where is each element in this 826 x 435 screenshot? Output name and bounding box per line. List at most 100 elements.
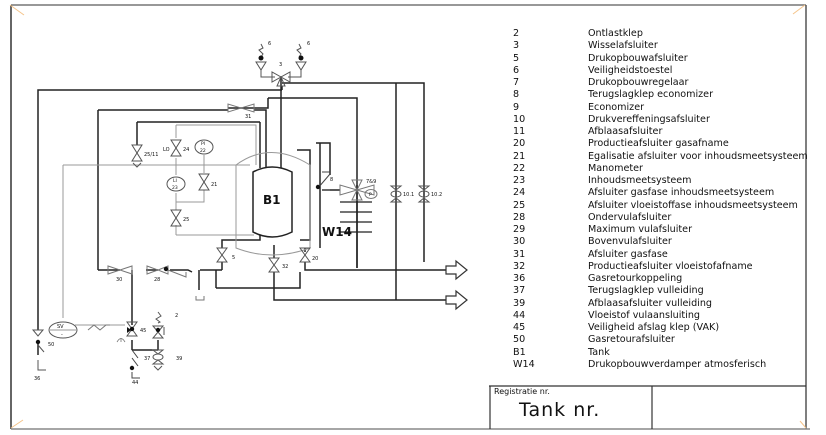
manometer-22-icon (194, 139, 214, 155)
legend-code: 23 (513, 175, 526, 186)
legend-description: Maximum vulafsluiter (588, 224, 693, 235)
pipes-main (37, 78, 450, 355)
label-3: 3 (279, 62, 282, 68)
legend-description: Ontlastklep (588, 28, 643, 39)
label-pi: PI (201, 141, 205, 147)
legend-code: 24 (513, 187, 526, 199)
legend-row: 20 Productieafsluiter gasafname (513, 138, 808, 150)
legend-code: 29 (513, 224, 526, 235)
legend-description: Terugslagklep economizer (588, 89, 714, 101)
label-6-left: 6 (268, 41, 271, 47)
legend-code: 30 (513, 236, 526, 248)
legend-description: Afsluiter gasfase (588, 248, 668, 260)
legend-code: 9 (513, 101, 520, 113)
label-10-1: 10.1 (403, 192, 414, 198)
legend-code: 50 (513, 334, 526, 346)
valve-30-icon (107, 265, 133, 275)
label-sv: SV (57, 324, 64, 330)
tank-number: Tank nr. (519, 399, 601, 421)
valve-50-icon (31, 329, 46, 371)
legend-code: 22 (513, 162, 526, 174)
legend-description: Egalisatie afsluiter voor inhoudsmeetsys… (588, 150, 808, 162)
legend-description: Gasretourafsluiter (588, 334, 675, 346)
label-36: 36 (34, 376, 40, 382)
valve-50-dot (35, 339, 41, 345)
drain-cup-icon (195, 296, 205, 301)
valve-28-dot (163, 266, 169, 272)
valve-25-icon (170, 209, 182, 227)
label-32: 32 (282, 264, 288, 270)
relief-valve-2-dot (155, 327, 161, 333)
valve-39-icon (151, 349, 165, 371)
check-valve-8-dot (315, 184, 321, 190)
legend-description: Veiligheidstoestel (588, 64, 673, 76)
output-arrows (445, 259, 468, 311)
registration-label: Registratie nr. (494, 387, 550, 396)
label-10-2: 10.2 (431, 192, 442, 198)
legend-description: Productieafsluiter gasafname (588, 138, 729, 150)
legend-code: 8 (513, 89, 520, 101)
label-li: LI (173, 178, 177, 184)
legend-description: Economizer (588, 101, 645, 113)
legend-row: 11 Afblaasafsluiter (513, 126, 808, 138)
arrow-to-45 (127, 327, 131, 333)
legend-code: 37 (513, 285, 526, 297)
legend-description: Veiligheid afslag klep (VAK) (588, 322, 720, 333)
legend-code: 11 (513, 126, 526, 137)
legend-code: 10 (513, 113, 526, 125)
label-23: 23 (172, 185, 178, 191)
label-p: P (369, 192, 372, 198)
legend-description: Afblaasafsluiter (588, 126, 663, 137)
title-block (489, 385, 806, 429)
legend-description: Vloeistof vulaansluiting (588, 309, 700, 321)
legend-description: Drukopbouwverdamper atmosferisch (588, 358, 767, 370)
check-valve-8-icon (317, 171, 331, 191)
legend-code: 45 (513, 322, 526, 333)
label-39: 39 (176, 356, 182, 362)
check-valve-37-icon (131, 349, 140, 379)
label-lo: LO (163, 147, 170, 153)
tank-b1 (252, 166, 293, 238)
legend-description: Productieafsluiter vloeistofafname (588, 260, 753, 272)
label-31: 31 (245, 114, 251, 120)
label-21: 21 (211, 182, 217, 188)
label-37: 37 (144, 356, 150, 362)
safety-valve-6-left-icon (258, 55, 264, 61)
legend-row: 29 Maximum vulafsluiter (513, 224, 808, 236)
legend-description: Afsluiter vloeistoffase inhoudsmeetsyste… (588, 199, 798, 211)
label-sv-minus: - (61, 332, 63, 338)
label-44: 44 (132, 380, 138, 386)
valve-31-icon (227, 103, 255, 113)
legend-description: Afblaasafsluiter vulleiding (588, 297, 713, 309)
legend-description: Bovenvulafsluiter (588, 236, 672, 248)
legend-code: W14 (513, 358, 535, 370)
label-25-11: 25/11 (144, 152, 158, 158)
valve-10-1-icon (389, 185, 403, 203)
valve-24-icon (170, 139, 182, 157)
legend-row: 9 Economizer (513, 102, 808, 114)
legend-description: Tank (588, 346, 610, 358)
legend-code: 28 (513, 211, 526, 223)
tank-label: B1 (263, 193, 281, 207)
legend-code: 20 (513, 138, 526, 150)
label-2: 2 (175, 313, 178, 319)
legend-code: 36 (513, 273, 526, 284)
evaporator-label: W14 (322, 225, 352, 239)
relief-valve-2-icon (151, 311, 165, 339)
legend-code: 39 (513, 297, 526, 309)
label-22: 22 (200, 148, 206, 154)
legend-row: 30 Bovenvulafsluiter (513, 236, 808, 248)
valve-20-icon (299, 247, 311, 263)
